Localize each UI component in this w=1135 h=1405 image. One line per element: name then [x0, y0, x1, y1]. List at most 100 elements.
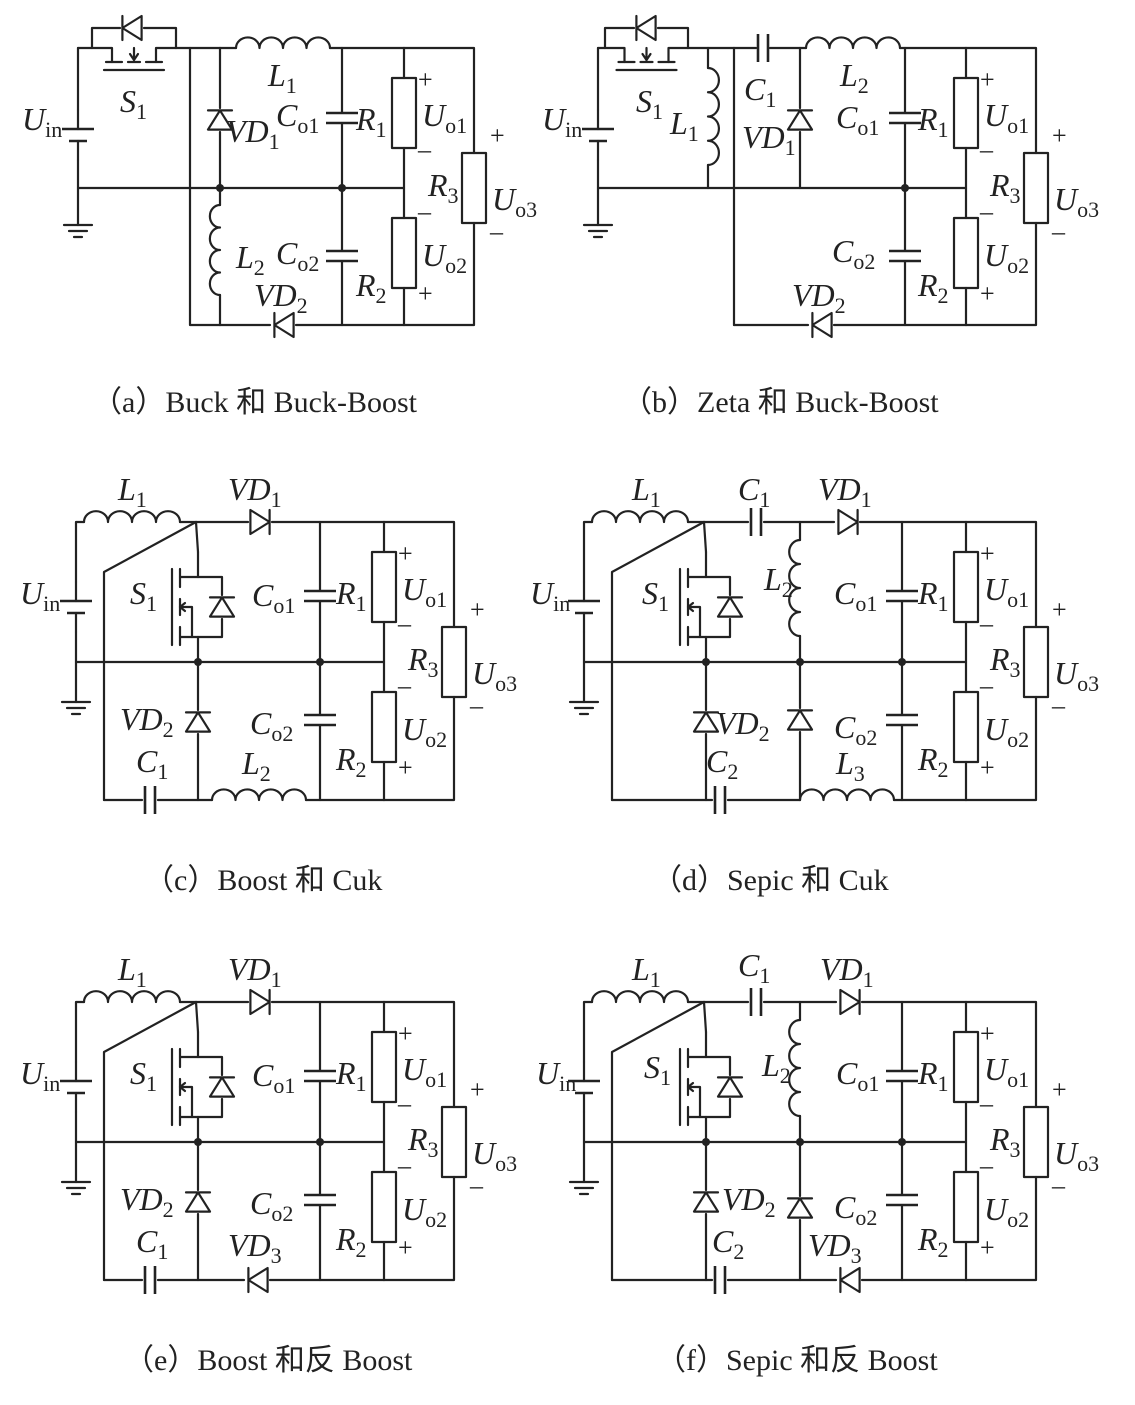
component-label: Uo2 [402, 1191, 447, 1232]
component-label: R3 [427, 167, 459, 208]
component-label: L2 [761, 1047, 791, 1088]
mosfet [196, 1055, 224, 1119]
inductor-coil [706, 66, 721, 167]
resistor-body [440, 625, 468, 699]
component-label: S1 [642, 575, 669, 616]
polarity-mark: + [398, 1019, 413, 1048]
polarity-mark: – [469, 691, 484, 720]
component-label: S1 [130, 575, 157, 616]
component-label: VD2 [716, 705, 770, 746]
component-label: Uo2 [402, 711, 447, 752]
polarity-mark: + [980, 753, 995, 782]
component-label: Co2 [250, 1185, 293, 1226]
panel-caption: （b）Zeta 和 Buck-Boost [622, 386, 939, 419]
polarity-mark: – [979, 135, 994, 164]
polarity-mark: + [398, 753, 413, 782]
diode-symbol [184, 711, 212, 733]
wire [702, 1000, 708, 1034]
junction-dot [316, 658, 324, 666]
component-label: Co2 [832, 233, 875, 274]
mosfet [178, 601, 187, 613]
panel-caption: （a）Buck 和 Buck-Boost [92, 386, 418, 419]
component-label: Uo3 [1054, 181, 1099, 222]
panel-caption: （e）Boost 和反 Boost [124, 1344, 413, 1377]
polarity-mark: – [1051, 1171, 1066, 1200]
component-label: L1 [117, 951, 147, 992]
component-label: VD3 [228, 1227, 282, 1268]
component-label: Co1 [836, 99, 879, 140]
wire [702, 520, 708, 554]
component-label: VD1 [818, 471, 872, 512]
component-label: R2 [917, 741, 949, 782]
polarity-mark: – [417, 197, 432, 226]
polarity-mark: + [980, 1233, 995, 1262]
wire [964, 695, 1038, 802]
component-label: VD3 [808, 1227, 862, 1268]
mosfet [678, 567, 702, 647]
wire [656, 26, 690, 50]
component-label: R2 [917, 1221, 949, 1262]
mosfet [102, 46, 166, 72]
wire [102, 1000, 198, 1282]
component-label: R2 [917, 267, 949, 308]
ground-symbol [568, 1180, 600, 1196]
component-label: VD2 [120, 1181, 174, 1222]
component-label: Co2 [276, 235, 319, 276]
component-label: L2 [839, 57, 869, 98]
component-label: Uo3 [1054, 1135, 1099, 1176]
component-label: Uin [542, 101, 582, 142]
diode-symbol [786, 109, 814, 131]
component-label: Co2 [834, 709, 877, 750]
diode-symbol [716, 596, 744, 618]
inductor-coil [208, 203, 222, 297]
wire [194, 520, 200, 554]
component-label: VD1 [742, 119, 796, 160]
component-label: Uo1 [984, 571, 1029, 612]
wire [610, 1000, 706, 1282]
polarity-mark: + [470, 1075, 485, 1104]
resistor-body [390, 76, 418, 150]
polarity-mark: + [980, 1019, 995, 1048]
component-label: Co1 [252, 577, 295, 618]
polarity-mark: – [979, 197, 994, 226]
inductor-coil [82, 990, 182, 1004]
component-label: Uo3 [472, 655, 517, 696]
polarity-mark: + [980, 279, 995, 308]
ground-symbol [62, 223, 94, 239]
junction-dot [316, 1138, 324, 1146]
polarity-mark: – [397, 609, 412, 638]
mosfet [196, 575, 224, 639]
component-label: Co1 [276, 97, 319, 138]
component-label: Co1 [834, 575, 877, 616]
resistor-body [1022, 625, 1050, 699]
component-label: C1 [136, 1223, 168, 1264]
wire [402, 46, 476, 155]
wire [76, 26, 122, 50]
component-label: S1 [644, 1049, 671, 1090]
component-label: Uin [530, 575, 570, 616]
component-label: Uo2 [422, 237, 467, 278]
component-label: VD1 [228, 951, 282, 992]
diode-symbol [184, 1191, 212, 1213]
resistor-body [1022, 1105, 1050, 1179]
mosfet [170, 567, 194, 647]
inductor-coil [82, 510, 182, 524]
diode-symbol [692, 711, 720, 733]
diode-symbol [208, 596, 236, 618]
component-label: C1 [738, 947, 770, 988]
component-label: L1 [631, 951, 661, 992]
polarity-mark: – [1051, 691, 1066, 720]
polarity-mark: – [417, 135, 432, 164]
component-label: R3 [989, 167, 1021, 208]
diode-symbol [635, 14, 657, 42]
diode-symbol [786, 709, 814, 731]
inductor-coil [798, 788, 896, 802]
component-label: R3 [407, 1121, 439, 1162]
diode-symbol [249, 508, 271, 536]
mosfet [128, 52, 140, 62]
polarity-mark: – [397, 671, 412, 700]
component-label: Uo1 [422, 97, 467, 138]
component-label: R2 [335, 741, 367, 782]
